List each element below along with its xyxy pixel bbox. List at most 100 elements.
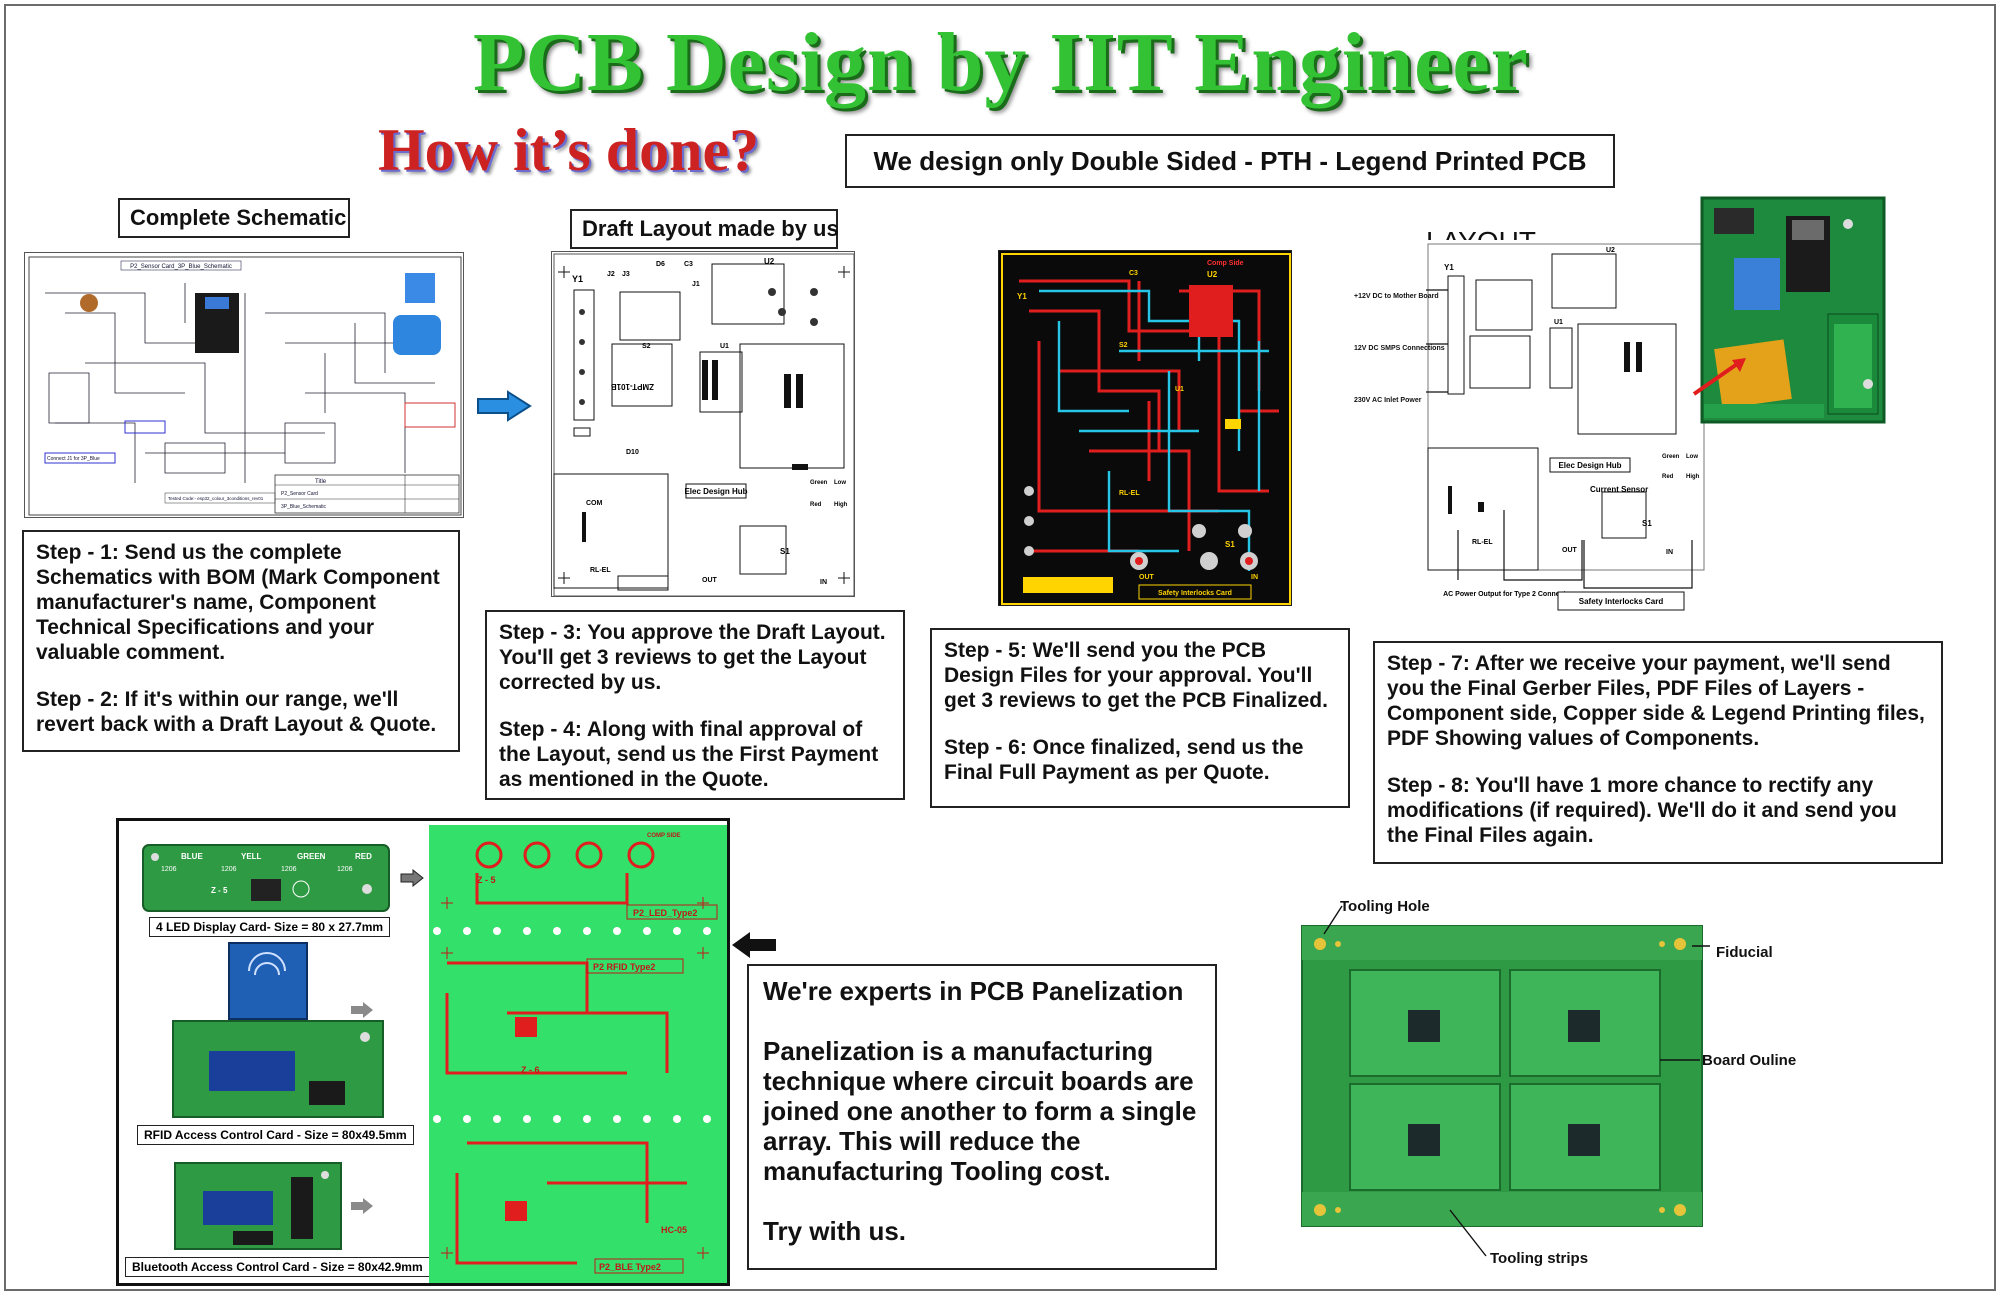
draft-led-green: Green — [810, 480, 828, 486]
layout-led-green: Green — [1662, 454, 1680, 460]
draft-ref-s1: S1 — [780, 547, 790, 556]
layout-led-high: High — [1686, 474, 1700, 480]
rfid-card-caption: RFID Access Control Card - Size = 80x49.… — [137, 1125, 414, 1145]
panel-z6: Z - 6 — [521, 1065, 540, 1075]
layout-ref-s1: S1 — [1642, 519, 1652, 528]
layout-conn-12v-mb: +12V DC to Mother Board — [1354, 293, 1439, 300]
page-title: PCB Design by IIT Engineer — [473, 16, 1529, 109]
step-5-6-box: Step - 5: We'll send you the PCB Design … — [930, 628, 1350, 808]
design-ref-u1: U1 — [1175, 386, 1184, 393]
draft-ref-out: OUT — [702, 577, 718, 584]
panel-ble-type2: P2_BLE Type2 — [599, 1262, 661, 1272]
design-ref-in: IN — [1251, 574, 1258, 581]
panelization-showcase: BLUE YELL GREEN RED 1206 1206 1206 1206 … — [116, 818, 730, 1286]
panel-anatomy-diagram: Tooling Hole Fiducial Board Ouline Tooli… — [1290, 890, 1796, 1280]
led-label-green: GREEN — [297, 852, 326, 861]
layout-ref-rlel: RL-EL — [1472, 539, 1493, 546]
layout-ref-out: OUT — [1562, 547, 1578, 554]
bluetooth-card-caption: Bluetooth Access Control Card - Size = 8… — [125, 1257, 430, 1277]
led-label-yell: YELL — [241, 852, 262, 861]
step-7-text: Step - 7: After we receive your payment,… — [1387, 652, 1925, 750]
tooling-strips-label: Tooling strips — [1490, 1250, 1589, 1267]
design-ref-s2: S2 — [1119, 342, 1128, 349]
step-1-text: Step - 1: Send us the complete Schematic… — [36, 541, 440, 664]
layout-card: Safety Interlocks Card — [1579, 597, 1664, 606]
layout-ref-y1: Y1 — [1444, 263, 1454, 272]
layout-annotated-image: Elec Design Hub Current Sensor Y1 U2 U1 … — [1352, 240, 1706, 624]
step-7-8-box: Step - 7: After we receive your payment,… — [1373, 641, 1943, 864]
design-ref-out: OUT — [1139, 574, 1155, 581]
draft-ref-s2: S2 — [642, 343, 651, 350]
design-ref-rlel: RL-EL — [1119, 490, 1140, 497]
arrow-right-icon — [351, 1002, 373, 1018]
pcb-photo — [1698, 194, 1888, 426]
step-4-text: Step - 4: Along with final approval of t… — [499, 718, 879, 791]
draft-led-high: High — [834, 502, 848, 508]
design-card: Safety Interlocks Card — [1158, 590, 1232, 597]
layout-conn-230v: 230V AC Inlet Power — [1354, 397, 1422, 404]
led-card-image: BLUE YELL GREEN RED 1206 1206 1206 1206 … — [142, 844, 390, 912]
panel-comp-side: COMP SIDE — [647, 833, 681, 839]
panel-z5: Z - 5 — [477, 875, 496, 885]
schematic-label: Complete Schematic — [118, 198, 350, 238]
draft-ref-u2: U2 — [764, 257, 775, 266]
draft-ref-c3: C3 — [684, 261, 693, 268]
led-size-1: 1206 — [161, 866, 177, 873]
layout-ac-output: AC Power Output for Type 2 Connector — [1443, 591, 1573, 598]
draft-ref-j1: J1 — [692, 281, 700, 288]
draft-layout-image: Y1 J2 J3 D6 C3 J1 U2 S2 U1 ZMPT-101B D10… — [551, 251, 855, 597]
led-size-4: 1206 — [337, 866, 353, 873]
panel-rfid-type2: P2 RFID Type2 — [593, 962, 655, 972]
step-8-text: Step - 8: You'll have 1 more chance to r… — [1387, 774, 1897, 847]
led-label-blue: BLUE — [181, 852, 203, 861]
banner-box: We design only Double Sided - PTH - Lege… — [845, 134, 1615, 188]
draft-ref-u1: U1 — [720, 343, 729, 350]
design-ref-c3: C3 — [1129, 270, 1138, 277]
layout-current-sensor: Current Sensor — [1590, 485, 1648, 494]
tooling-hole-label: Tooling Hole — [1340, 898, 1430, 915]
design-ref-u2: U2 — [1207, 270, 1218, 279]
schematic-table-name: 3P_Blue_Schematic — [281, 504, 327, 510]
draft-ref-rlel: RL-EL — [590, 567, 611, 574]
draft-ref-com: COM — [586, 500, 603, 507]
schematic-title: P2_Sensor Card_3P_Blue_Schematic — [130, 264, 232, 270]
layout-ref-in: IN — [1666, 549, 1673, 556]
layout-conn-smps: 12V DC SMPS Connections — [1354, 345, 1445, 352]
draft-label: Draft Layout made by us — [570, 209, 839, 249]
arrow-left-icon — [732, 932, 776, 958]
led-size-3: 1206 — [281, 866, 297, 873]
layout-led-low: Low — [1686, 454, 1698, 460]
schematic-table-title: Title — [315, 479, 327, 485]
layout-ref-u2: U2 — [1606, 247, 1615, 254]
step-2-text: Step - 2: If it's within our range, we'l… — [36, 688, 437, 736]
board-outline-label: Board Ouline — [1702, 1052, 1797, 1069]
layout-brand: Elec Design Hub — [1558, 461, 1621, 470]
draft-ref-d10: D10 — [626, 449, 639, 456]
panelization-heading: We're experts in PCB Panelization — [763, 976, 1184, 1006]
draft-ref-j2: J2 — [607, 271, 615, 278]
draft-ref-y1: Y1 — [572, 274, 583, 284]
step-6-text: Step - 6: Once finalized, send us the Fi… — [944, 736, 1304, 784]
design-ref-y1: Y1 — [1017, 292, 1027, 301]
led-label-red: RED — [355, 852, 372, 861]
schematic-image: P2_Sensor Card_3P_Blue_Schematic Connect… — [24, 252, 464, 518]
panelization-body: Panelization is a manufacturing techniqu… — [763, 1036, 1197, 1186]
draft-ref-d6: D6 — [656, 261, 665, 268]
bluetooth-card-image — [174, 1162, 342, 1250]
led-size-2: 1206 — [221, 866, 237, 873]
arrow-right-icon — [400, 869, 424, 887]
draft-ref-j3: J3 — [622, 271, 630, 278]
draft-mirrored-part: ZMPT-101B — [611, 382, 654, 391]
schematic-note: Connect J1 for 3P_Blue — [47, 456, 100, 462]
panel-led-type2: P2_LED_Type2 — [633, 908, 697, 918]
panelization-box: We're experts in PCB Panelization Paneli… — [747, 964, 1217, 1270]
pcb-design-image: Comp Side Y1 U2 C3 S2 U1 RL-EL S1 OUT IN… — [998, 250, 1292, 606]
draft-ref-in: IN — [820, 579, 827, 586]
panelization-cta: Try with us. — [763, 1216, 907, 1246]
draft-brand: Elec Design Hub — [684, 487, 747, 496]
step-1-2-box: Step - 1: Send us the complete Schematic… — [22, 530, 460, 752]
design-side: Comp Side — [1207, 260, 1244, 267]
led-card-caption: 4 LED Display Card- Size = 80 x 27.7mm — [149, 917, 391, 937]
draft-led-red: Red — [810, 502, 822, 508]
step-3-4-box: Step - 3: You approve the Draft Layout. … — [485, 610, 905, 800]
